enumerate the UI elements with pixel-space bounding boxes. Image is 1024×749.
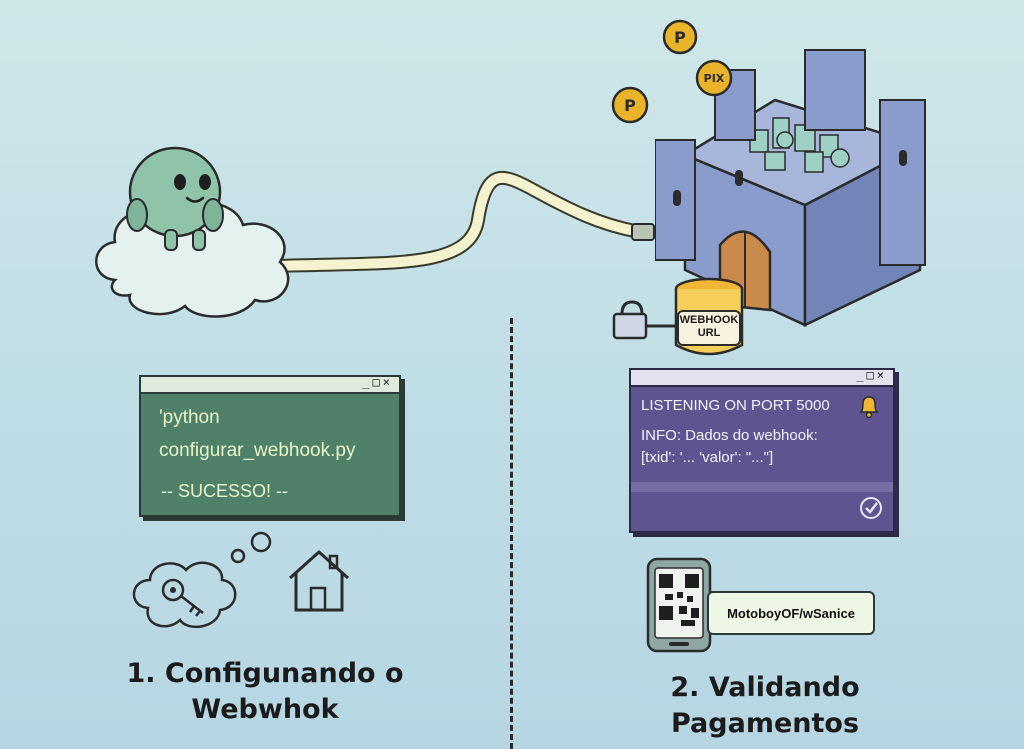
jar-label-line1: WEBHOOK — [679, 314, 739, 326]
step2-caption: 2. Validando Pagamentos — [620, 670, 910, 742]
terminal-line-script: configurar_webhook.py — [159, 440, 356, 461]
terminal-line-payload: [txid': '... 'valor': "..."] — [641, 449, 774, 466]
step2-caption-line2: Pagamentos — [670, 708, 860, 739]
step1-caption-line2: Webwhok — [191, 694, 339, 725]
step1-caption-line1: 1. Configunando o — [126, 658, 404, 689]
cloud-icon — [95, 201, 290, 318]
house-icon — [288, 550, 350, 612]
terminal-line-success: -- SUCESSO! -- — [161, 481, 289, 501]
thought-cloud-key-icon — [132, 531, 272, 629]
window-controls-icon[interactable]: _□× — [362, 375, 393, 389]
step1-caption: 1. Configunando o Webwhok — [110, 656, 420, 728]
python-terminal-window: _□× 'python configurar_webhook.py -- SUC… — [139, 375, 401, 517]
section-divider — [510, 318, 513, 749]
phone-account-badge: MotoboyOF/wSanice — [707, 591, 875, 635]
listener-terminal-window: _□× LISTENING ON PORT 5000 INFO: Dados d… — [629, 368, 895, 533]
pix-coin-icon: PIX — [695, 59, 733, 97]
padlock-icon — [612, 300, 678, 340]
terminal-line-listening: LISTENING ON PORT 5000 — [641, 397, 830, 414]
pix-coin-icon: P — [662, 19, 698, 55]
webhook-jar-icon — [674, 277, 744, 356]
svg-text:P: P — [624, 96, 636, 115]
pix-coin-icon: P — [611, 86, 649, 124]
check-circle-icon — [860, 497, 882, 519]
window-controls-icon[interactable]: _□× — [856, 368, 887, 382]
mascot-icon — [126, 146, 224, 251]
terminal-titlebar: _□× — [141, 375, 399, 394]
terminal-line-info: INFO: Dados do webhook: — [641, 427, 818, 444]
svg-text:PIX: PIX — [704, 72, 725, 85]
bell-icon — [859, 396, 879, 419]
terminal-statusbar — [631, 482, 893, 492]
jar-label-line2: URL — [697, 327, 721, 339]
terminal-titlebar: _□× — [631, 368, 893, 387]
phone-qr-icon — [646, 557, 712, 653]
step2-caption-line1: 2. Validando — [670, 672, 860, 703]
cloud-mascot-illustration — [95, 146, 290, 318]
terminal-line-command: 'python — [159, 407, 220, 428]
svg-text:P: P — [674, 28, 686, 47]
